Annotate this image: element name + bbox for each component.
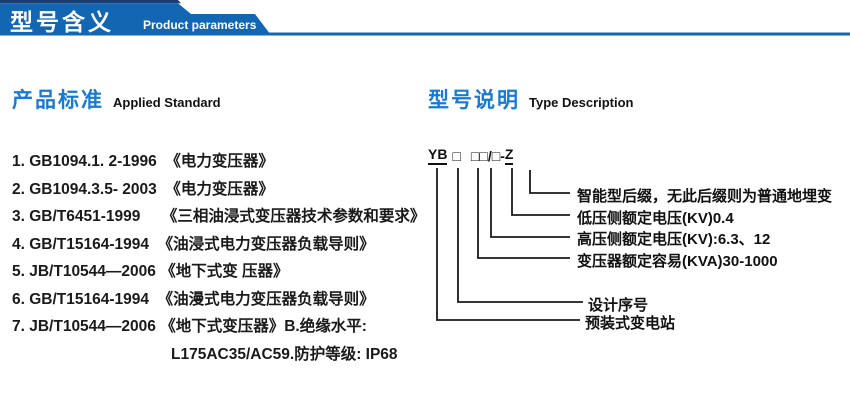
connector-line [511, 168, 570, 216]
standard-item: 3. GB/T6451-1999 《三相油浸式变压器技术参数和要求》 [12, 208, 426, 225]
model-code-prefix: YB [428, 146, 448, 165]
code-label-lv-voltage: 低压侧额定电压(KV)0.4 [577, 210, 734, 227]
header-banner-shape [0, 0, 850, 36]
connector-line [477, 168, 570, 259]
standards-title-cn: 产品标准 [12, 89, 104, 112]
code-label-rated-capacity: 变压器额定容易(KVA)30-1000 [577, 253, 778, 270]
standards-list: 1. GB1094.1. 2-1996 《电力变压器》 2. GB1094.3.… [12, 148, 432, 368]
model-code-suffix: Z [504, 146, 514, 165]
standard-item: 6. GB/T15164-1994 《油漫式电力变压器负载导则》 [12, 290, 375, 308]
code-label-smart-suffix: 智能型后缀，无此后缀则为普通地埋变 [577, 188, 833, 205]
code-label-hv-voltage: 高压侧额定电压(KV):6.3、12 [577, 231, 771, 248]
code-label-prefab-substation: 预装式变电站 [585, 315, 676, 332]
type-description-title-cn: 型号说明 [428, 89, 520, 112]
model-code-dash: - [500, 148, 505, 164]
banner-navy-strip [0, 0, 181, 4]
banner-blue-shape [0, 3, 850, 36]
standard-item: 5. JB/T10544—2006 《地下式变 压器》 [12, 263, 289, 280]
standard-item: 7. JB/T10544—2006 《地下式变压器》B.绝缘水平: [12, 318, 367, 335]
type-description-title-en: Type Description [529, 95, 634, 110]
standard-item: 1. GB1094.1. 2-1996 《电力变压器》 [12, 153, 274, 170]
standard-item: 4. GB/T15164-1994 《油浸式电力变压器负载导则》 [12, 235, 375, 253]
standard-item-continuation: L175AC35/AC59.防护等级: IP68 [171, 345, 398, 363]
standards-heading: 产品标准 Applied Standard [12, 84, 221, 114]
connector-line [490, 168, 570, 238]
connector-line [457, 168, 583, 303]
standard-item: 2. GB1094.3.5- 2003 《电力变压器》 [12, 180, 274, 198]
model-code-boxes: □□/□ [470, 148, 501, 164]
page-title: 型号含义 [10, 9, 114, 35]
model-code-box: □ [452, 148, 461, 164]
code-label-design-serial: 设计序号 [588, 297, 649, 314]
connector-line [436, 168, 580, 321]
standards-title-en: Applied Standard [113, 95, 221, 110]
connector-line [529, 170, 570, 194]
page-subtitle: Product parameters [143, 18, 257, 32]
type-description-heading: 型号说明 Type Description [428, 84, 634, 114]
model-code-connector-lines [436, 168, 583, 321]
model-code: YB □ □□/□ - Z [428, 146, 514, 165]
